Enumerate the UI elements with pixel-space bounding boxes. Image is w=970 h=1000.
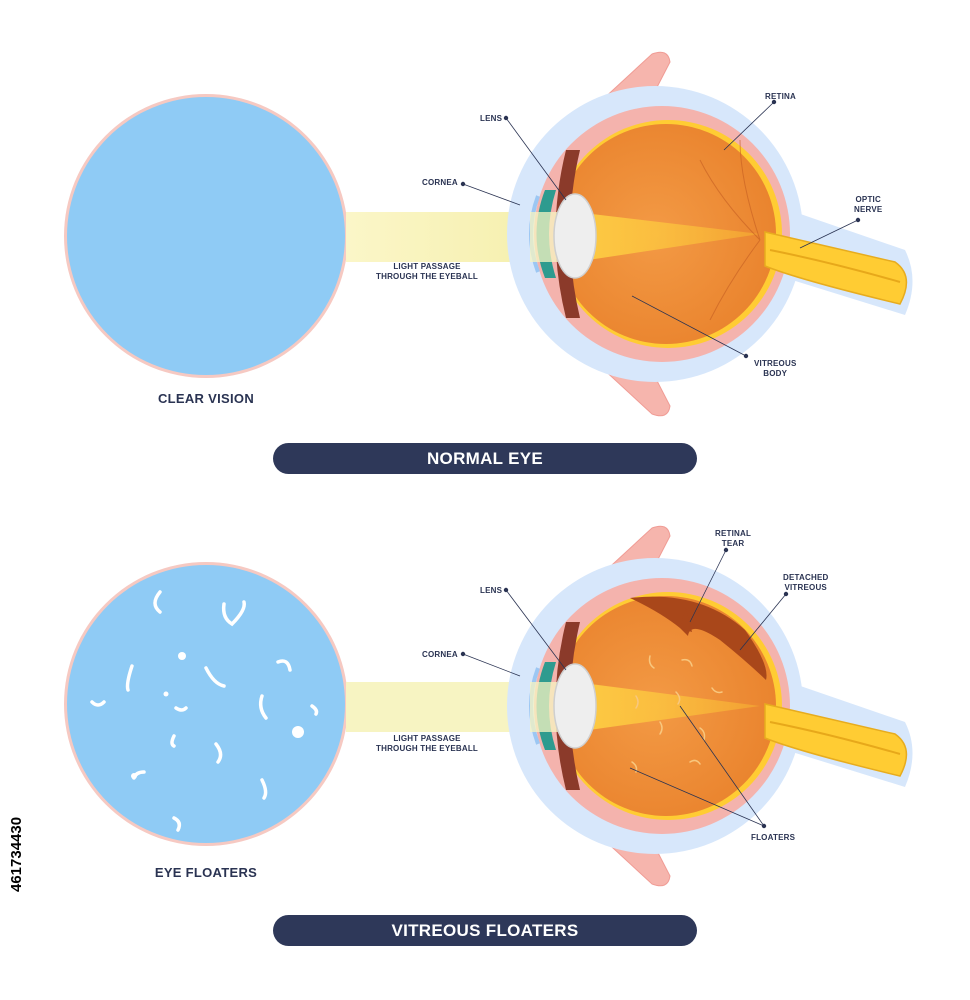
label-retinal-tear: RETINAL TEAR xyxy=(715,529,751,549)
banner-vitreous-floaters: VITREOUS FLOATERS xyxy=(273,915,697,946)
label-light-passage: LIGHT PASSAGE THROUGH THE EYEBALL xyxy=(376,262,478,282)
label-light-line2: THROUGH THE EYEBALL xyxy=(376,272,479,281)
label-light-line2-2: THROUGH THE EYEBALL xyxy=(376,744,479,753)
label-cornea: CORNEA xyxy=(422,178,458,187)
label-light-line1-2: LIGHT PASSAGE xyxy=(393,734,461,743)
lens xyxy=(553,663,597,749)
floater-specks xyxy=(90,590,319,832)
label-lens-2: LENS xyxy=(480,586,503,595)
optic-nerve xyxy=(764,231,908,305)
label-optic-line2: NERVE xyxy=(854,205,883,214)
label-light-passage-2: LIGHT PASSAGE THROUGH THE EYEBALL xyxy=(376,734,478,754)
optic-nerve xyxy=(764,703,908,777)
label-detached-vitreous: DETACHED VITREOUS xyxy=(783,573,828,593)
label-detached-line1: DETACHED xyxy=(783,573,829,582)
label-retinal-tear-line1: RETINAL xyxy=(715,529,752,538)
detached-vitreous xyxy=(630,596,767,680)
caption-eye-floaters: EYE FLOATERS xyxy=(154,865,258,880)
label-optic-nerve: OPTIC NERVE xyxy=(854,195,882,215)
label-lens: LENS xyxy=(480,114,503,123)
label-cornea-2: CORNEA xyxy=(422,650,458,659)
normal-eye-illustration xyxy=(64,51,913,417)
label-vitreous-body: VITREOUS BODY xyxy=(754,359,797,379)
label-optic-line1: OPTIC xyxy=(855,195,881,204)
label-vitreous-line1: VITREOUS xyxy=(754,359,797,368)
caption-clear-vision: CLEAR VISION xyxy=(157,391,255,406)
label-detached-line2: VITREOUS xyxy=(784,583,827,592)
stock-id-label: 461734430 xyxy=(8,816,25,892)
lens xyxy=(553,193,597,279)
label-vitreous-line2: BODY xyxy=(763,369,788,378)
label-retina: RETINA xyxy=(765,92,796,101)
label-retinal-tear-line2: TEAR xyxy=(721,539,745,548)
label-floaters: FLOATERS xyxy=(751,833,796,842)
floaters-eye-illustration xyxy=(64,525,913,887)
banner-normal-eye: NORMAL EYE xyxy=(273,443,697,474)
label-light-line1: LIGHT PASSAGE xyxy=(393,262,461,271)
